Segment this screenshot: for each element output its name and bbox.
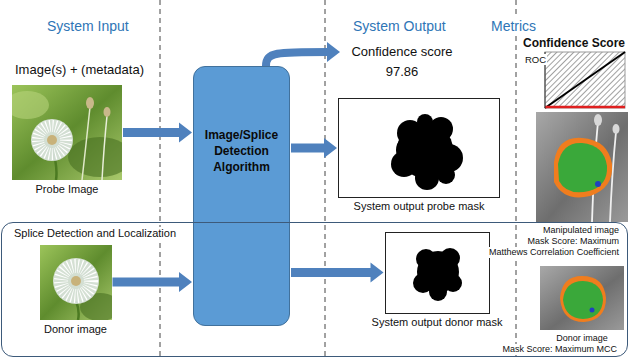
flow-arrow — [266, 42, 340, 66]
probe-mask-blob — [391, 114, 463, 190]
arrow-shape — [291, 138, 337, 158]
arrow-shape — [266, 52, 328, 66]
metric-caption: Donor image — [555, 333, 609, 344]
manipulated-overlay — [536, 112, 628, 222]
arrow-shape — [291, 263, 384, 283]
output-value: Confidence score — [342, 42, 462, 62]
roc-chart — [545, 52, 625, 108]
image-caption: System output donor mask — [370, 316, 505, 329]
arrow-shape — [113, 272, 193, 292]
metric-title: Confidence Score — [522, 36, 626, 50]
column-header: System Input — [46, 18, 130, 35]
image-caption: System output probe mask — [352, 200, 487, 213]
metric-caption: Mask Score: Maximum MCC — [501, 344, 618, 355]
algorithm-box: Image/Splice Detection Algorithm — [193, 66, 290, 326]
donor-mask-frame: System output donor mask — [385, 232, 490, 314]
input-note: Image(s) + (metadata) — [14, 62, 145, 78]
region-label: Splice Detection and Localization — [12, 227, 178, 240]
arrow-shape — [327, 42, 340, 62]
donor-mask-blob — [413, 248, 462, 301]
confidence-output: Confidence score97.86 — [342, 42, 462, 81]
flow-arrow — [291, 138, 337, 158]
flow-arrow — [291, 263, 384, 283]
flow-arrow — [113, 272, 193, 292]
metric-caption: Manipulated image — [542, 225, 620, 236]
flow-arrow — [123, 123, 192, 143]
column-divider — [160, 0, 516, 358]
arrow-shape — [123, 123, 192, 143]
chart-label: ROC — [524, 54, 547, 65]
output-value: 97.86 — [342, 62, 462, 82]
image-caption: Probe Image — [34, 183, 101, 196]
donor-photo — [40, 245, 112, 320]
probe-image: Probe Image — [12, 85, 122, 180]
column-header: Metrics — [490, 18, 537, 35]
donor-image: Donor image — [40, 245, 112, 320]
process-label: Image/Splice Detection Algorithm — [198, 127, 285, 176]
probe-mask-frame: System output probe mask — [338, 98, 500, 198]
image-caption: Donor image — [42, 323, 109, 336]
metric-caption: Mask Score: Maximum — [526, 236, 620, 247]
metric-caption: Matthews Correlation Coefficient — [488, 247, 620, 258]
probe-photo — [12, 85, 122, 180]
donor-overlay — [540, 266, 624, 330]
column-header: System Output — [352, 18, 447, 35]
